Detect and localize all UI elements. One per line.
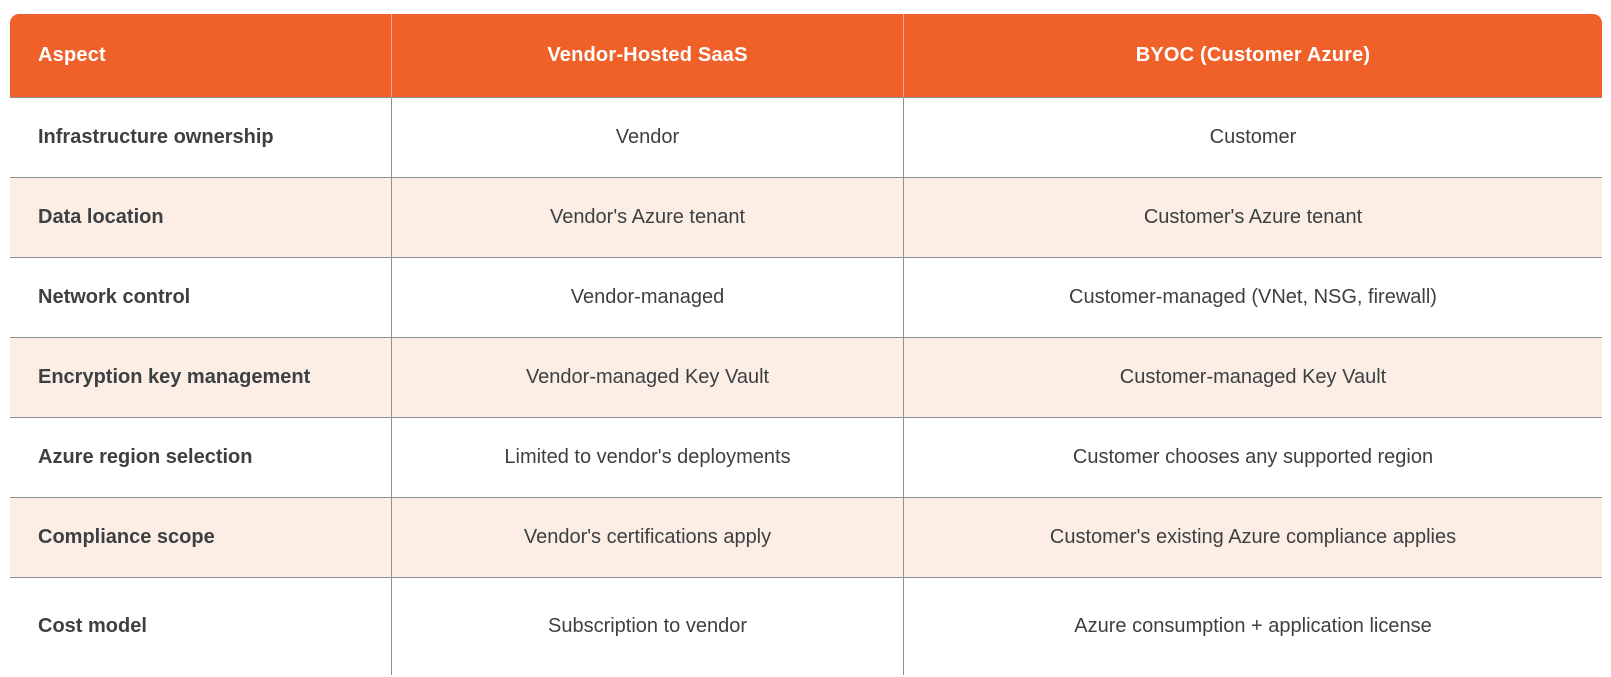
table-row: Encryption key management Vendor-managed… <box>10 337 1602 417</box>
aspect-cell: Azure region selection <box>10 417 391 497</box>
aspect-cell: Encryption key management <box>10 337 391 417</box>
byoc-cell: Customer-managed (VNet, NSG, firewall) <box>903 257 1602 337</box>
header-cell-vendor-hosted-saas: Vendor-Hosted SaaS <box>391 14 903 97</box>
comparison-table: Aspect Vendor-Hosted SaaS BYOC (Customer… <box>10 14 1602 675</box>
aspect-cell: Data location <box>10 177 391 257</box>
byoc-cell: Customer-managed Key Vault <box>903 337 1602 417</box>
vendor-hosted-saas-cell: Vendor <box>391 97 903 177</box>
vendor-hosted-saas-cell: Vendor's Azure tenant <box>391 177 903 257</box>
table-row: Network control Vendor-managed Customer-… <box>10 257 1602 337</box>
aspect-cell: Cost model <box>10 577 391 675</box>
table-row: Infrastructure ownership Vendor Customer <box>10 97 1602 177</box>
byoc-cell: Customer's Azure tenant <box>903 177 1602 257</box>
table-row: Compliance scope Vendor's certifications… <box>10 497 1602 577</box>
vendor-hosted-saas-cell: Vendor's certifications apply <box>391 497 903 577</box>
comparison-table-container: Aspect Vendor-Hosted SaaS BYOC (Customer… <box>10 14 1602 675</box>
header-cell-aspect: Aspect <box>10 14 391 97</box>
header-row: Aspect Vendor-Hosted SaaS BYOC (Customer… <box>10 14 1602 97</box>
aspect-cell: Network control <box>10 257 391 337</box>
vendor-hosted-saas-cell: Vendor-managed <box>391 257 903 337</box>
byoc-cell: Customer chooses any supported region <box>903 417 1602 497</box>
vendor-hosted-saas-cell: Limited to vendor's deployments <box>391 417 903 497</box>
vendor-hosted-saas-cell: Subscription to vendor <box>391 577 903 675</box>
aspect-cell: Infrastructure ownership <box>10 97 391 177</box>
header-cell-byoc: BYOC (Customer Azure) <box>903 14 1602 97</box>
table-row: Cost model Subscription to vendor Azure … <box>10 577 1602 675</box>
byoc-cell: Azure consumption + application license <box>903 577 1602 675</box>
table-row: Data location Vendor's Azure tenant Cust… <box>10 177 1602 257</box>
byoc-cell: Customer <box>903 97 1602 177</box>
table-row: Azure region selection Limited to vendor… <box>10 417 1602 497</box>
byoc-cell: Customer's existing Azure compliance app… <box>903 497 1602 577</box>
vendor-hosted-saas-cell: Vendor-managed Key Vault <box>391 337 903 417</box>
aspect-cell: Compliance scope <box>10 497 391 577</box>
